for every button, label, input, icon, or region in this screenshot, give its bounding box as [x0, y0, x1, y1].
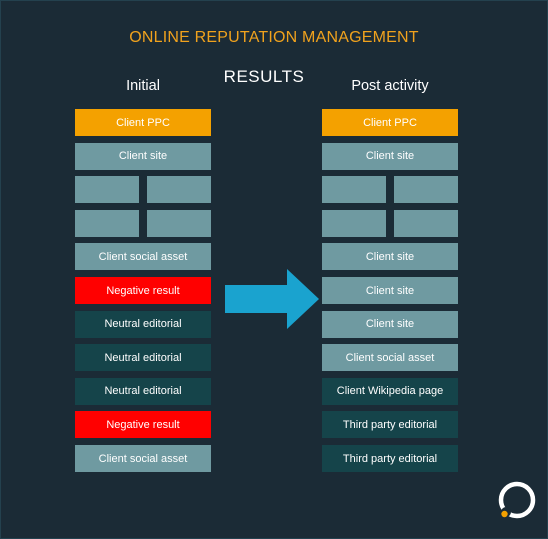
initial-result-row: Client social asset — [75, 243, 211, 271]
post-activity-result-row: Client site — [322, 243, 458, 271]
diagram-title: ONLINE REPUTATION MANAGEMENT — [129, 29, 419, 46]
post-activity-placeholder-block — [394, 209, 458, 237]
post-activity-result-row: Third party editorial — [322, 411, 458, 439]
initial-result-row: Client social asset — [75, 445, 211, 472]
post-activity-result-row: Client site — [322, 310, 458, 338]
right-arrow-icon — [225, 269, 319, 329]
initial-result-row: Client site — [75, 142, 211, 170]
post-activity-placeholder-block — [394, 176, 458, 204]
initial-placeholder-block — [147, 176, 211, 204]
initial-result-row: Neutral editorial — [75, 344, 211, 372]
initial-result-row: Negative result — [75, 277, 211, 304]
post-activity-placeholder-block — [322, 209, 386, 237]
initial-placeholder-row — [75, 209, 211, 237]
initial-placeholder-row — [75, 176, 211, 204]
initial-column-heading: Initial — [126, 78, 160, 94]
post-activity-result-row: Client PPC — [322, 109, 458, 136]
initial-placeholder-block — [75, 176, 139, 204]
post-activity-result-row: Client social asset — [322, 344, 458, 372]
post-activity-placeholder-block — [322, 176, 386, 204]
initial-placeholder-block — [75, 209, 139, 237]
post-activity-result-row: Client site — [322, 277, 458, 304]
post-activity-result-row: Third party editorial — [322, 445, 458, 472]
results-label: RESULTS — [223, 67, 305, 86]
initial-result-row: Neutral editorial — [75, 310, 211, 338]
initial-result-row: Neutral editorial — [75, 377, 211, 405]
post-activity-result-row: Client site — [322, 142, 458, 170]
circle-logo-icon — [498, 481, 536, 519]
initial-result-row: Negative result — [75, 411, 211, 439]
post-activity-result-row: Client Wikipedia page — [322, 377, 458, 405]
post-activity-column-heading: Post activity — [351, 78, 429, 94]
initial-placeholder-block — [147, 209, 211, 237]
initial-result-row: Client PPC — [75, 109, 211, 136]
post-activity-placeholder-row — [322, 176, 458, 204]
post-activity-placeholder-row — [322, 209, 458, 237]
